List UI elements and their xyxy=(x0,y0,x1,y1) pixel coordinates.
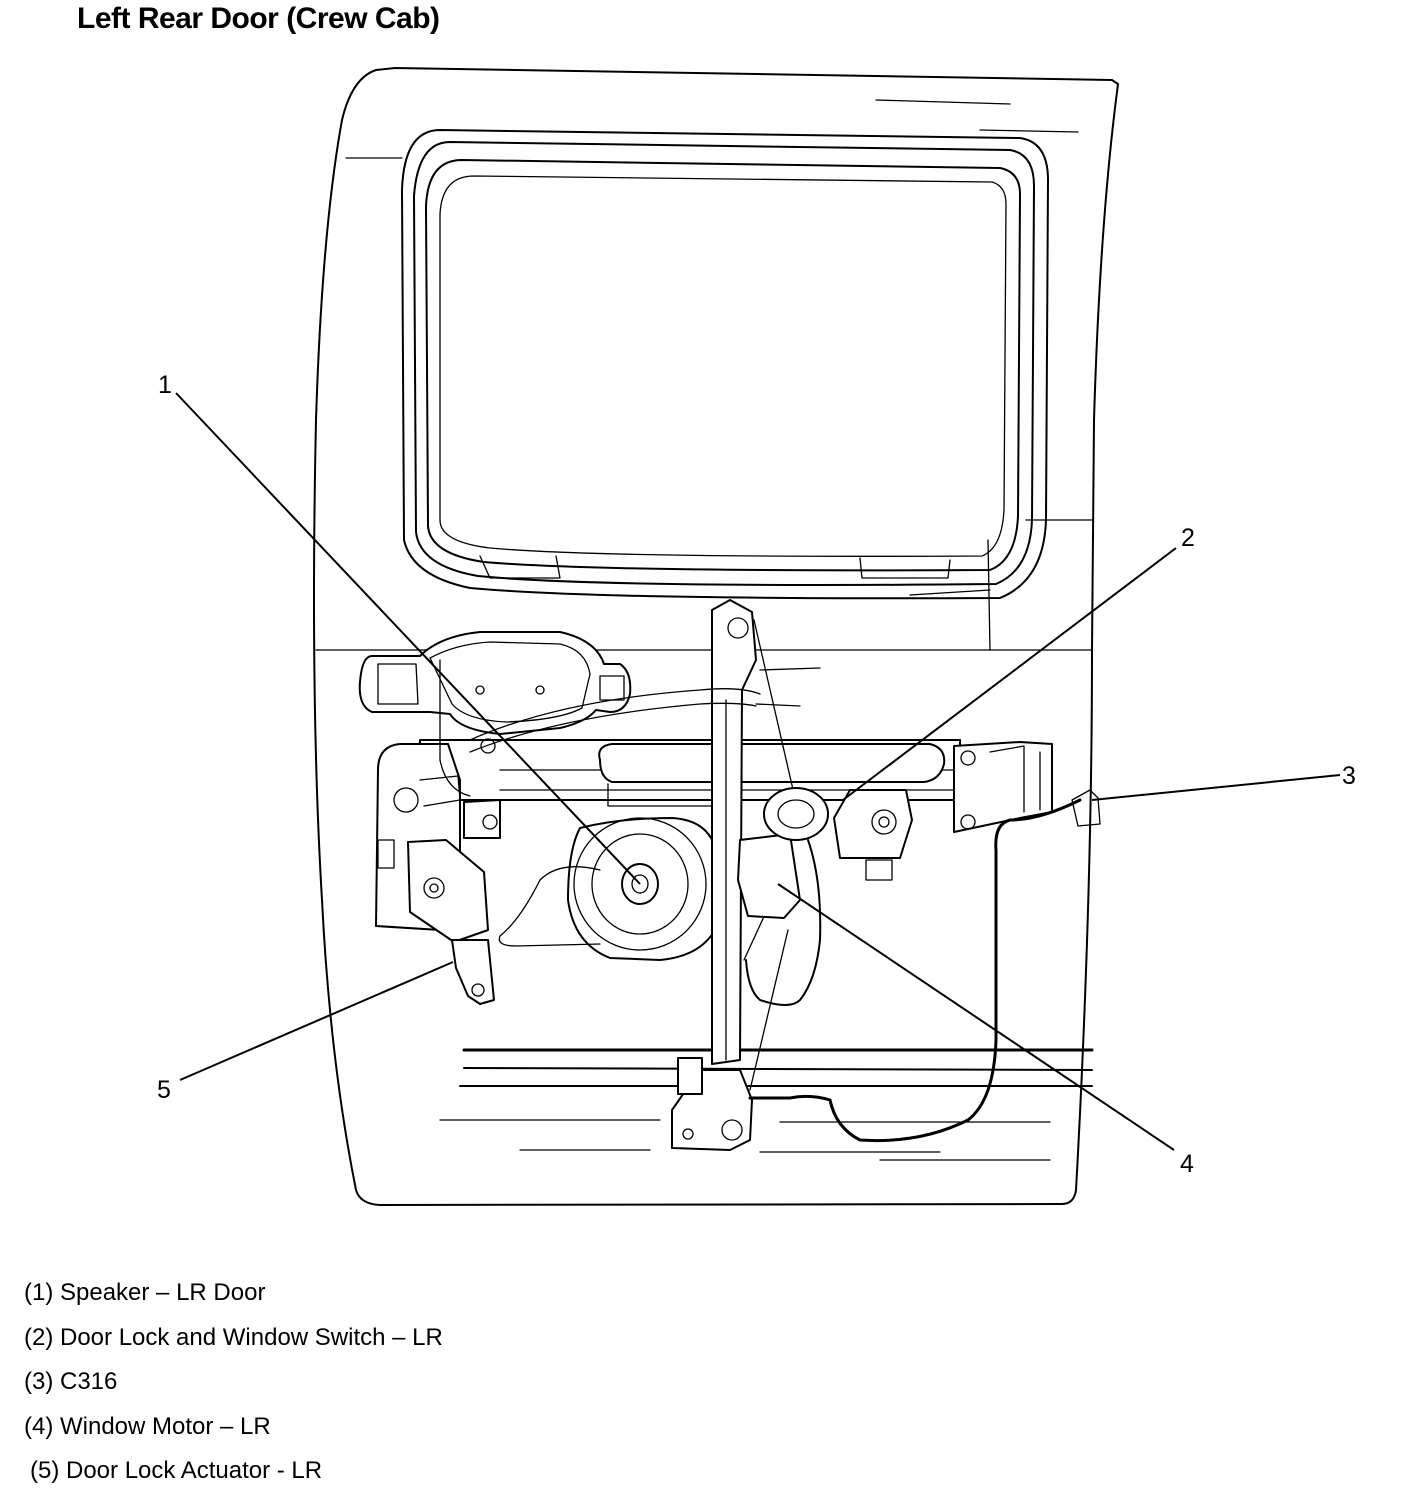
legend-item-lock-switch: (2) Door Lock and Window Switch – LR xyxy=(24,1323,443,1351)
cross-rail xyxy=(419,738,1053,839)
legend: (1) Speaker – LR Door (2) Door Lock and … xyxy=(24,1278,443,1501)
callout-5: 5 xyxy=(157,1076,171,1104)
door-beams xyxy=(439,1048,1094,1161)
speaker xyxy=(567,817,719,961)
callout-2: 2 xyxy=(1181,524,1195,552)
window-frame xyxy=(401,129,1049,600)
leader-line-1 xyxy=(175,392,641,885)
legend-item-speaker: (1) Speaker – LR Door xyxy=(24,1279,266,1306)
window-regulator xyxy=(671,599,821,1151)
leader-lines xyxy=(175,392,1341,1151)
callout-1: 1 xyxy=(158,371,172,399)
door-diagram: 1 2 3 4 5 xyxy=(157,67,1356,1206)
diagram-title: Left Rear Door (Crew Cab) xyxy=(77,2,440,35)
wiring-harness xyxy=(439,659,1101,1143)
callout-3: 3 xyxy=(1342,762,1356,790)
leader-line-5 xyxy=(179,961,454,1081)
leader-line-2 xyxy=(842,547,1177,801)
legend-item-connector: (3) C316 xyxy=(24,1368,118,1395)
callout-4: 4 xyxy=(1180,1150,1194,1178)
inside-handle xyxy=(358,631,632,735)
legend-item-lock-actuator: (5) Door Lock Actuator - LR xyxy=(30,1457,323,1484)
leader-line-3 xyxy=(1091,774,1341,801)
window-motor xyxy=(737,787,913,919)
legend-item-window-motor: (4) Window Motor – LR xyxy=(24,1412,271,1440)
leader-line-4 xyxy=(777,883,1175,1151)
lock-actuator xyxy=(375,743,495,1005)
